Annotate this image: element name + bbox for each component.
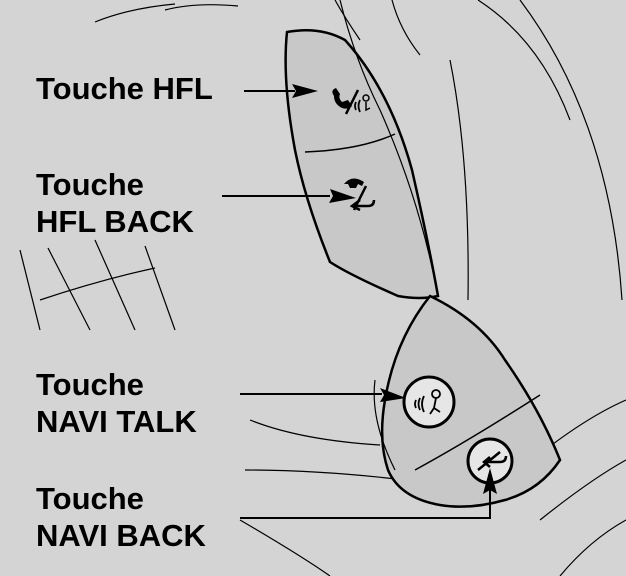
lower-panel-divider bbox=[414, 394, 541, 471]
arrow-hfl-back bbox=[329, 189, 356, 203]
label-touche-navi-talk: Touche NAVI TALK bbox=[36, 366, 197, 440]
navi-back-button[interactable] bbox=[466, 437, 514, 485]
arrow-navi-back bbox=[483, 468, 497, 494]
label-touche-hfl-text: Touche HFL bbox=[36, 71, 213, 106]
label-touche-navi-back-line2: NAVI BACK bbox=[36, 518, 206, 553]
label-touche-hfl: Touche HFL bbox=[36, 70, 213, 107]
background-contours bbox=[19, 0, 626, 576]
panel-outline bbox=[339, 0, 439, 297]
upper-panel-divider bbox=[304, 133, 396, 153]
navi-talk-button[interactable] bbox=[402, 375, 456, 429]
label-touche-hfl-back-line2: HFL BACK bbox=[36, 204, 194, 239]
upper-control-panel bbox=[284, 29, 440, 300]
label-touche-hfl-back-line1: Touche bbox=[36, 167, 144, 202]
back-arrow-icon bbox=[477, 451, 508, 471]
lower-panel-bezel bbox=[373, 379, 396, 471]
arrow-hfl bbox=[292, 84, 318, 98]
hangup-back-icon[interactable] bbox=[344, 178, 376, 212]
arrow-navi-talk bbox=[380, 388, 406, 402]
leader-lines bbox=[222, 84, 497, 519]
label-touche-navi-back-line1: Touche bbox=[36, 481, 144, 516]
label-touche-navi-talk-line1: Touche bbox=[36, 367, 144, 402]
voice-talk-icon bbox=[414, 389, 441, 415]
label-touche-navi-talk-line2: NAVI TALK bbox=[36, 404, 197, 439]
phone-voice-icon[interactable] bbox=[332, 88, 371, 115]
label-touche-hfl-back: Touche HFL BACK bbox=[36, 166, 194, 240]
label-touche-navi-back: Touche NAVI BACK bbox=[36, 480, 206, 554]
